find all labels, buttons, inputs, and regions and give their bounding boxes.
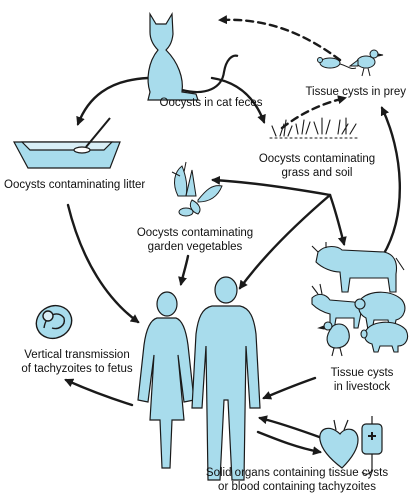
- mouse-icon: [317, 57, 357, 69]
- arrow-organs-to-humans: [258, 415, 324, 440]
- chicken-icon: [317, 321, 350, 357]
- fetus-icon: [35, 304, 73, 340]
- cat-icon: [147, 11, 239, 101]
- sheep-icon: [354, 291, 406, 331]
- man-icon: [191, 276, 261, 481]
- label-fetus: Vertical transmission of tachyzoites to …: [2, 348, 152, 376]
- arrow-grass-to-livestock: [328, 193, 347, 246]
- label-grass-soil-line-1: Oocysts contaminating: [258, 153, 376, 165]
- arrow-cat-to-grass: [210, 76, 266, 124]
- pig-icon: [360, 321, 409, 353]
- label-organs-blood: Solid organs containing tissue cysts or …: [186, 466, 408, 494]
- cow-icon: [311, 242, 405, 293]
- label-fetus-line-2: of tachyzoites to fetus: [21, 363, 133, 375]
- label-cat-feces: Oocysts in cat feces: [159, 97, 263, 109]
- arrow-humans-to-organs: [256, 430, 322, 456]
- arrow-livestock-to-prey: [378, 106, 402, 262]
- label-vegetables-line-1: Oocysts contaminating: [136, 227, 254, 239]
- bird-icon: [348, 49, 384, 77]
- arrow-grass-to-prey: [280, 95, 347, 130]
- arrow-cat-to-litter: [76, 76, 150, 126]
- arrow-grass-to-humans: [238, 193, 332, 290]
- goat-icon: [311, 283, 362, 331]
- label-livestock-line-1: Tissue cysts: [330, 367, 394, 379]
- label-organs-blood-line-2: or blood containing tachyzoites: [218, 481, 376, 493]
- label-organs-blood-line-1: Solid organs containing tissue cysts: [205, 467, 389, 479]
- label-tissue-cysts-prey: Tissue cysts in prey: [305, 86, 406, 98]
- grass-icon: [269, 117, 361, 139]
- arrow-litter-to-humans: [66, 203, 140, 324]
- arrow-prey-to-cat: [218, 15, 342, 62]
- woman-icon: [137, 291, 195, 469]
- label-grass-soil-line-2: grass and soil: [281, 167, 353, 179]
- heart-icon: [319, 419, 359, 469]
- arrow-grass-to-vegetables: [211, 175, 332, 197]
- vegetables-icon: [171, 161, 223, 217]
- arrow-livestock-to-humans: [262, 376, 317, 400]
- arrow-vegetables-to-humans: [178, 254, 190, 286]
- label-livestock: Tissue cysts in livestock: [316, 366, 408, 394]
- label-fetus-line-1: Vertical transmission: [24, 349, 130, 361]
- blood-bag-icon: [361, 416, 383, 475]
- label-vegetables: Oocysts contaminating garden vegetables: [120, 226, 270, 254]
- litter-box-icon: [12, 117, 121, 169]
- label-livestock-line-2: in livestock: [333, 381, 391, 393]
- label-litter: Oocysts contaminating litter: [4, 179, 146, 191]
- label-vegetables-line-2: garden vegetables: [147, 241, 243, 253]
- label-grass-soil: Oocysts contaminating grass and soil: [232, 152, 402, 180]
- arrow-humans-to-fetus: [64, 378, 134, 407]
